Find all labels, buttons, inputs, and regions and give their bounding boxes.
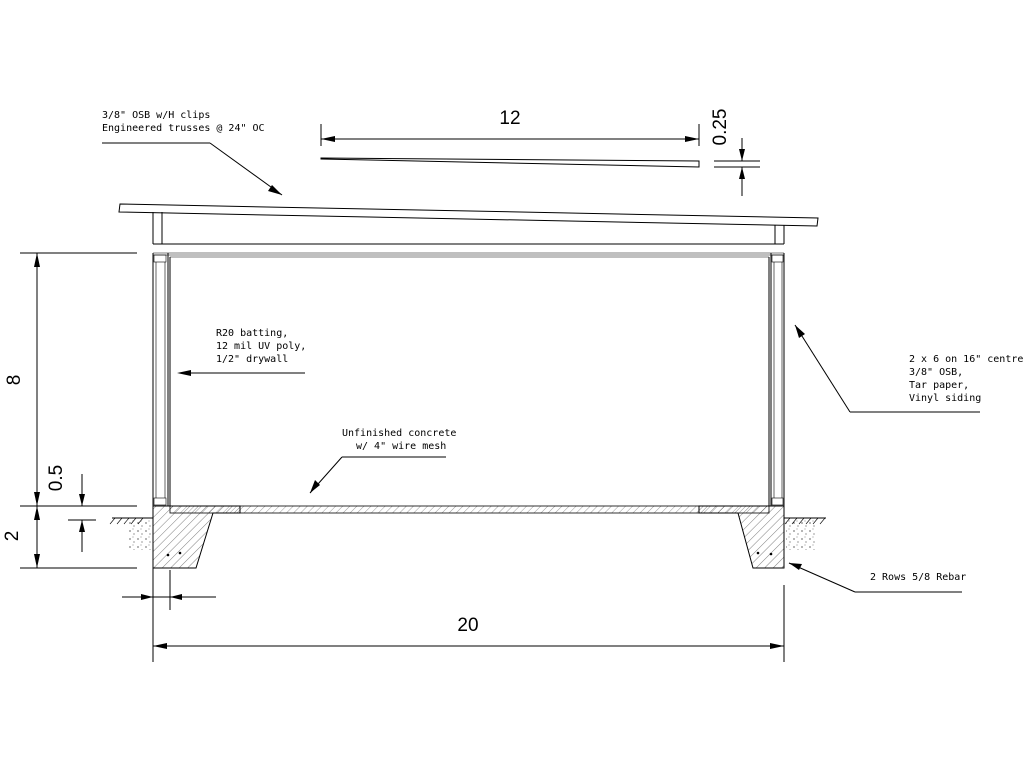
right-wall: [768, 253, 785, 506]
roof-panel: [118, 203, 819, 227]
right-footing: [698, 505, 785, 569]
truss-posts: [152, 212, 785, 244]
concrete-slab: [169, 505, 770, 514]
wall-height-dimension: [20, 252, 137, 507]
wall-note-leader: [794, 324, 980, 413]
ground-line: [109, 517, 826, 550]
slab-note-line: w/ 4" wire mesh: [356, 441, 446, 452]
left-wall: [152, 253, 171, 506]
ceiling-plate: [153, 243, 784, 256]
roof-note-leader: [102, 142, 283, 196]
roof-thickness-label: 0.25: [710, 109, 731, 146]
interior-note-leader: [177, 370, 305, 376]
interior-note-line: 12 mil UV poly,: [216, 341, 306, 352]
wall-height-label: 8: [4, 375, 25, 386]
roof-note-line: Engineered trusses @ 24" OC: [102, 123, 265, 134]
slab-thickness-label: 0.5: [46, 465, 67, 491]
roof-note-line: 3/8" OSB w/H clips: [102, 110, 210, 121]
interior-note-line: 1/2" drywall: [216, 354, 288, 365]
slab-note-line: Unfinished concrete: [342, 428, 456, 439]
rebar-note: 2 Rows 5/8 Rebar: [870, 572, 966, 583]
left-footing: [152, 505, 241, 569]
building-width-label: 20: [457, 615, 478, 636]
slab-note: Unfinished concrete w/ 4" wire mesh: [342, 428, 456, 452]
roof-note: 3/8" OSB w/H clips Engineered trusses @ …: [102, 110, 265, 134]
wall-thickness-dimension: [122, 570, 216, 610]
roof-length-label: 12: [499, 108, 520, 129]
interior-note-line: R20 batting,: [216, 328, 288, 339]
footing-depth-dimension: [20, 506, 137, 569]
wall-note-line: Tar paper,: [909, 380, 969, 391]
footing-depth-label: 2: [2, 531, 23, 542]
roof-length-dimension: [320, 124, 700, 168]
interior-note: R20 batting, 12 mil UV poly, 1/2" drywal…: [216, 328, 306, 365]
wall-note-line: 2 x 6 on 16" centre: [909, 354, 1023, 365]
wall-note-line: 3/8" OSB,: [909, 367, 963, 378]
rebar-note-leader: [788, 562, 962, 593]
wall-note-line: Vinyl siding: [909, 393, 981, 404]
rebar-note-line: 2 Rows 5/8 Rebar: [870, 572, 966, 583]
building-width-dimension: [152, 568, 785, 662]
slab-note-leader: [309, 456, 446, 494]
wall-note: 2 x 6 on 16" centre 3/8" OSB, Tar paper,…: [909, 354, 1023, 404]
slab-thickness-dimension: [68, 474, 96, 552]
roof-thickness-dimension: [714, 138, 760, 196]
